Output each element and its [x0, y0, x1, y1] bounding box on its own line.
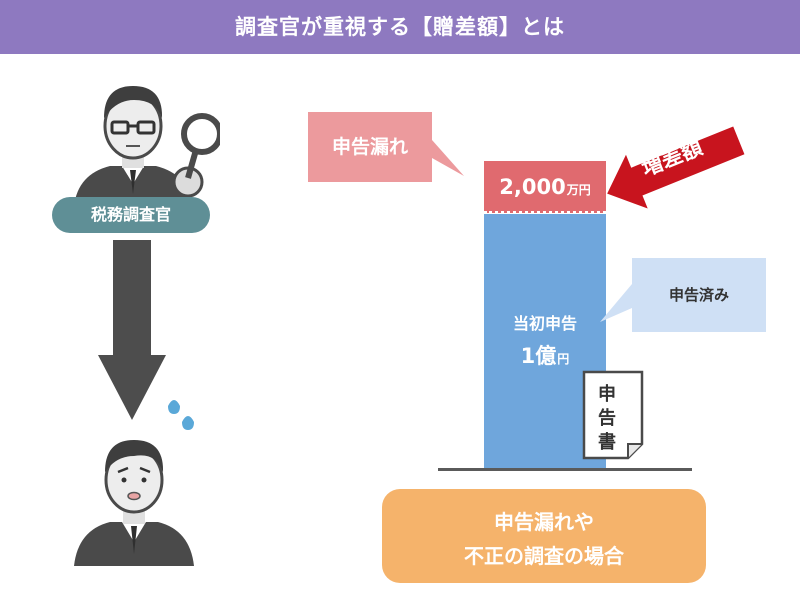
increase-arrow-icon	[607, 126, 745, 209]
document-char-1: 申	[598, 384, 616, 405]
tax-return-document-icon	[582, 370, 644, 460]
callout-undeclared-text: 申告漏れ	[331, 136, 408, 158]
callout-declared	[600, 258, 766, 332]
callout-undeclared	[308, 112, 464, 182]
chart-baseline	[438, 468, 692, 471]
page-title: 調査官が重視する【贈差額】とは	[235, 15, 565, 39]
tax-officer-illustration	[74, 86, 220, 206]
document-char-3: 書	[598, 432, 616, 453]
case-note-line-1: 申告漏れや	[494, 510, 594, 534]
segment-divider	[484, 211, 606, 214]
initial-declaration-label: 当初申告	[512, 314, 577, 333]
case-note-box	[382, 489, 706, 583]
undeclared-amount-label: 2,000万円	[484, 161, 606, 213]
down-arrow-icon	[98, 240, 166, 420]
document-char-2: 告	[598, 408, 616, 429]
initial-declaration-value: 1億	[520, 344, 557, 368]
initial-declaration-unit: 円	[557, 352, 570, 366]
callout-declared-text: 申告済み	[668, 286, 729, 304]
case-note-line-2: 不正の調査の場合	[464, 544, 624, 568]
header-bar	[0, 0, 800, 54]
tax-return-document-label: 申 告 書	[588, 383, 626, 455]
worried-taxpayer-illustration	[74, 400, 194, 566]
initial-declaration-amount: 1億円	[484, 340, 606, 370]
tax-officer-badge: 税務調査官	[52, 197, 210, 233]
undeclared-amount-value: 2,000	[499, 175, 566, 199]
undeclared-amount-unit: 万円	[566, 183, 591, 197]
bar-undeclared-amount	[484, 161, 606, 213]
